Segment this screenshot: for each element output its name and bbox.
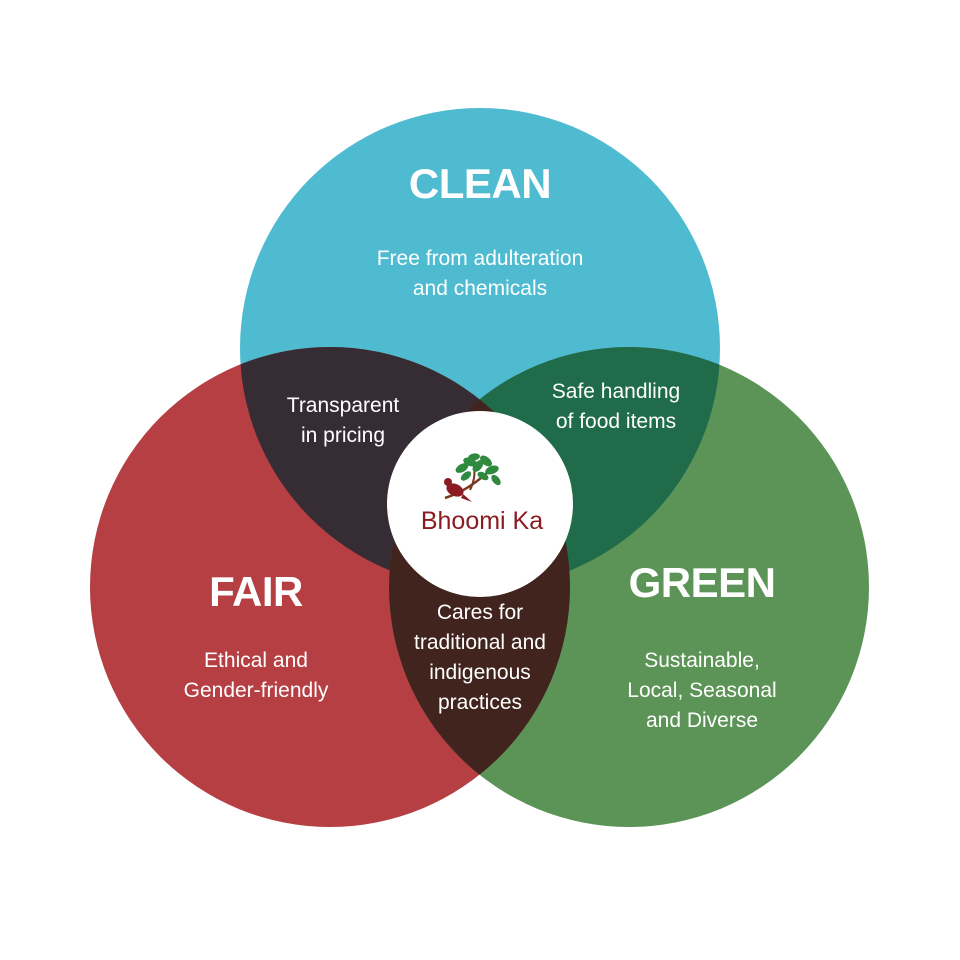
clean-description-line2: and chemicals bbox=[413, 277, 547, 300]
green-description-line3: and Diverse bbox=[646, 709, 758, 732]
green-description-line1: Sustainable, bbox=[644, 649, 760, 672]
logo-tree-icon bbox=[444, 453, 501, 502]
fair-green-line1: Cares for bbox=[437, 601, 523, 624]
bird-icon bbox=[444, 478, 472, 502]
fair-title: FAIR bbox=[209, 568, 303, 615]
green-description-line2: Local, Seasonal bbox=[627, 679, 776, 702]
fair-green-line4: practices bbox=[438, 691, 522, 714]
fair-green-line2: traditional and bbox=[414, 631, 546, 654]
clean-description-line1: Free from adulteration bbox=[377, 247, 584, 270]
clean-title: CLEAN bbox=[409, 160, 551, 207]
clean-green-line1: Safe handling bbox=[552, 380, 680, 403]
fair-description-line2: Gender-friendly bbox=[184, 679, 329, 702]
logo-wordmark: Bhoomi Ka bbox=[421, 507, 543, 535]
clean-green-line2: of food items bbox=[556, 410, 676, 433]
clean-fair-line2: in pricing bbox=[301, 424, 385, 447]
clean-fair-line1: Transparent bbox=[287, 394, 400, 417]
logo-disc bbox=[387, 411, 573, 597]
green-title: GREEN bbox=[629, 559, 776, 606]
fair-description-line1: Ethical and bbox=[204, 649, 308, 672]
fair-green-line3: indigenous bbox=[429, 661, 531, 684]
